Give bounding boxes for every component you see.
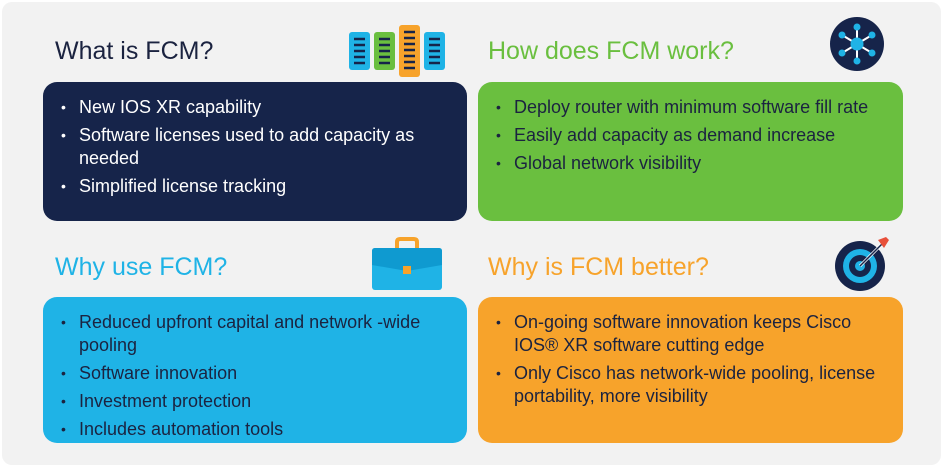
- network-hub-icon: [830, 17, 884, 71]
- how-title: How does FCM work?: [488, 37, 734, 65]
- what-card: New IOS XR capability Software licenses …: [43, 82, 467, 221]
- what-bullet-3: Simplified license tracking: [61, 175, 451, 198]
- how-card: Deploy router with minimum software fill…: [478, 82, 903, 221]
- why-use-title: Why use FCM?: [55, 253, 228, 281]
- why-use-bullet-3: Investment protection: [61, 390, 451, 413]
- why-better-bullet-2: Only Cisco has network-wide pooling, lic…: [496, 362, 887, 408]
- how-bullet-1: Deploy router with minimum software fill…: [496, 96, 887, 119]
- briefcase-icon: [372, 237, 442, 290]
- server-rack-icon: [349, 25, 445, 77]
- what-bullet-2: Software licenses used to add capacity a…: [61, 124, 451, 170]
- how-bullet-2: Easily add capacity as demand increase: [496, 124, 887, 147]
- why-use-bullet-1: Reduced upfront capital and network -wid…: [61, 311, 451, 357]
- what-title: What is FCM?: [55, 37, 214, 65]
- why-use-card: Reduced upfront capital and network -wid…: [43, 297, 467, 443]
- why-use-bullet-2: Software innovation: [61, 362, 451, 385]
- why-use-bullet-4: Includes automation tools: [61, 418, 451, 441]
- why-better-title: Why is FCM better?: [488, 253, 709, 281]
- what-bullet-1: New IOS XR capability: [61, 96, 451, 119]
- why-better-bullet-1: On-going software innovation keeps Cisco…: [496, 311, 887, 357]
- how-bullet-3: Global network visibility: [496, 152, 887, 175]
- target-icon: [835, 237, 889, 291]
- why-better-card: On-going software innovation keeps Cisco…: [478, 297, 903, 443]
